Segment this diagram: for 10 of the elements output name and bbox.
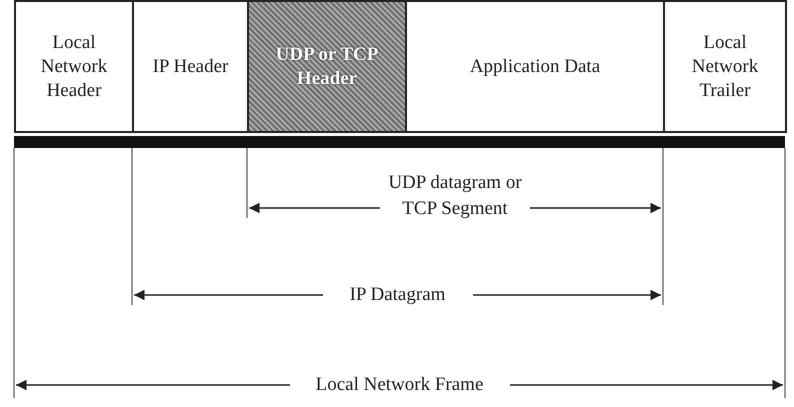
field-label: Application Data — [470, 54, 600, 78]
header-field — [247, 0, 407, 133]
field-label: Local Network Trailer — [690, 30, 760, 102]
trailer-field — [663, 0, 787, 133]
field-label: Local Network Header — [40, 30, 108, 102]
header-field — [14, 0, 134, 133]
field-label: IP Header — [152, 54, 228, 78]
header-field — [132, 0, 249, 133]
field-label: UDP or TCP Header — [274, 42, 380, 90]
data-field — [405, 0, 665, 133]
